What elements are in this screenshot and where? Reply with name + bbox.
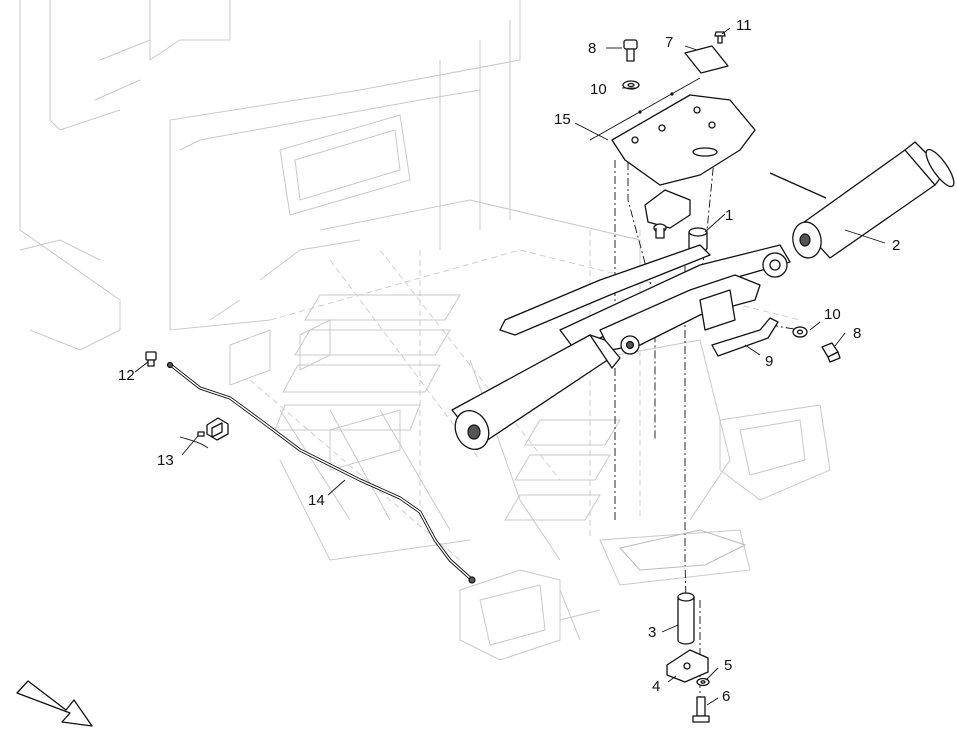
part-10-washer-right	[792, 326, 808, 338]
callout-1: 1	[725, 207, 733, 224]
part-8-bolt-right	[821, 342, 841, 363]
part-2-hydraulic-cylinder	[769, 141, 955, 259]
linkage-arm-assembly	[499, 244, 791, 355]
part-12-fitting	[145, 351, 157, 367]
assembly-axis-lines	[614, 119, 801, 700]
part-3-pin	[677, 592, 695, 645]
part-6-bolt	[692, 696, 710, 723]
leader-lines	[134, 27, 886, 706]
callout-11: 11	[736, 17, 752, 34]
lower-hydraulic-cylinder	[451, 334, 621, 450]
pivot-knuckle	[644, 189, 691, 239]
part-5-washer	[696, 677, 710, 687]
part-7-cover-plate	[684, 45, 729, 74]
ghost-plate-stack	[274, 294, 621, 531]
part-15-seal	[589, 77, 701, 141]
part-14-hydraulic-line	[166, 361, 476, 584]
callout-10-right: 10	[824, 306, 841, 323]
callout-6: 6	[722, 688, 730, 705]
part-8-bolt-upper	[623, 39, 638, 62]
callout-13: 13	[157, 452, 174, 469]
part-13-clamp	[179, 417, 229, 449]
callout-8-right: 8	[853, 325, 861, 342]
callout-9: 9	[765, 353, 773, 370]
mounting-bracket-plate	[611, 94, 756, 186]
callout-8-upper: 8	[588, 40, 596, 57]
part-9-bracket-clip	[711, 317, 779, 357]
part-4-locking-plate	[666, 649, 709, 683]
lower-support-plate	[619, 529, 747, 571]
callout-2: 2	[892, 237, 900, 254]
callout-10-upper: 10	[590, 81, 607, 98]
callout-4: 4	[652, 678, 660, 695]
callout-12: 12	[118, 367, 135, 384]
callout-3: 3	[648, 624, 656, 641]
part-11-screw	[714, 31, 726, 44]
callout-5: 5	[724, 657, 732, 674]
callout-14: 14	[308, 492, 325, 509]
callout-15: 15	[554, 111, 571, 128]
orientation-arrow-icon	[16, 680, 93, 727]
callout-labels: 1 2 3 4 5 6 7 8 8 9 10 10 11 12 13 14 15	[118, 17, 900, 705]
part-10-washer-upper	[622, 80, 640, 90]
callout-7: 7	[665, 34, 673, 51]
